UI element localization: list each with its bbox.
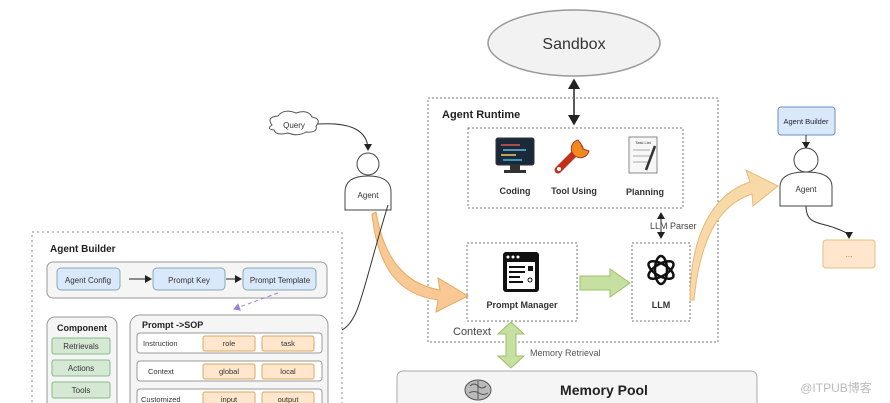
tool-using-label: Tool Using bbox=[551, 186, 597, 196]
agent-output-box: ... bbox=[822, 239, 876, 269]
right-agent-builder-label: Agent Builder bbox=[783, 117, 829, 126]
task-list-icon-text: Task List bbox=[635, 140, 651, 145]
flow-prompt-template[interactable]: Prompt Template bbox=[242, 267, 317, 291]
sop-row-label: Instruction bbox=[143, 339, 178, 348]
agent-builder-title: Agent Builder bbox=[50, 244, 116, 255]
memory-pool-title: Memory Pool bbox=[560, 382, 648, 398]
agent-to-runtime-arrow bbox=[371, 211, 470, 313]
prompt-manager-box bbox=[466, 242, 578, 322]
component-retrievals[interactable]: Retrievals bbox=[51, 337, 111, 355]
sop-title: Prompt ->SOP bbox=[142, 320, 203, 330]
tool-planning-label: Planning bbox=[626, 187, 664, 197]
wrench-icon bbox=[554, 139, 590, 174]
component-actions[interactable]: Actions bbox=[51, 359, 111, 377]
sandbox-label: Sandbox bbox=[542, 36, 605, 53]
agent-builder-panel bbox=[31, 231, 343, 403]
flow-prompt-key[interactable]: Prompt Key bbox=[152, 267, 226, 291]
query-label: Query bbox=[283, 121, 305, 130]
agent-left-label: Agent bbox=[358, 191, 380, 200]
component-actions-label: Actions bbox=[68, 364, 94, 373]
sop-chip: role bbox=[223, 339, 236, 348]
task-list-icon: Task List bbox=[628, 136, 658, 174]
query-arrow bbox=[317, 123, 372, 151]
component-title: Component bbox=[57, 323, 107, 333]
sop-chip: input bbox=[221, 395, 238, 403]
sop-chip: global bbox=[219, 367, 239, 376]
brain-icon bbox=[464, 379, 492, 401]
flow-prompt-template-label: Prompt Template bbox=[250, 276, 311, 285]
component-retrievals-label: Retrievals bbox=[63, 342, 99, 351]
sop-chip: output bbox=[278, 395, 300, 403]
sop-row-instruction: Instruction role task bbox=[136, 332, 323, 354]
query-cloud: Query bbox=[268, 110, 319, 136]
prompt-to-llm-arrow bbox=[579, 268, 631, 298]
agent-output-label: ... bbox=[846, 250, 853, 259]
memory-retrieval-label: Memory Retrieval bbox=[530, 348, 601, 358]
sop-row-label: Context bbox=[148, 367, 175, 376]
watermark: @ITPUB博客 bbox=[800, 380, 872, 395]
prompt-manager-label: Prompt Manager bbox=[486, 300, 558, 310]
sop-chip: task bbox=[281, 339, 295, 348]
flow-agent-config-label: Agent Config bbox=[65, 276, 111, 285]
builder-to-agent-line bbox=[341, 204, 389, 331]
sandbox-node: Sandbox bbox=[487, 9, 661, 77]
sop-chip: local bbox=[280, 367, 296, 376]
component-tools[interactable]: Tools bbox=[51, 381, 111, 399]
agent-left-node: Agent bbox=[344, 152, 392, 211]
agent-right-label: Agent bbox=[796, 185, 818, 194]
agent-right-node: Agent bbox=[779, 147, 833, 207]
agent-to-output-arrow bbox=[805, 205, 853, 239]
template-to-sop-arrow bbox=[233, 292, 279, 311]
context-label: Context bbox=[453, 326, 491, 338]
component-tools-label: Tools bbox=[72, 386, 91, 395]
sop-row-label: Customized bbox=[141, 395, 181, 403]
flow-agent-config[interactable]: Agent Config bbox=[56, 267, 121, 291]
openai-logo-icon bbox=[647, 254, 675, 286]
llm-label: LLM bbox=[652, 300, 671, 310]
sop-row-customized: Customized input output bbox=[136, 388, 323, 403]
tool-coding-label: Coding bbox=[500, 186, 531, 196]
llm-box bbox=[631, 242, 691, 322]
prompt-manager-icon bbox=[503, 252, 539, 292]
memory-retrieval-arrow bbox=[496, 321, 526, 369]
agent-runtime-box bbox=[427, 97, 719, 343]
right-agent-builder-box[interactable]: Agent Builder bbox=[777, 106, 836, 136]
tools-box bbox=[467, 127, 684, 209]
llm-to-agent-arrow bbox=[689, 169, 779, 301]
llm-parser-label: LLM Parser bbox=[650, 221, 697, 231]
flow-prompt-key-label: Prompt Key bbox=[168, 276, 210, 285]
sop-row-context: Context global local bbox=[136, 360, 323, 382]
agent-runtime-title: Agent Runtime bbox=[442, 109, 520, 121]
monitor-code-icon bbox=[495, 137, 535, 173]
